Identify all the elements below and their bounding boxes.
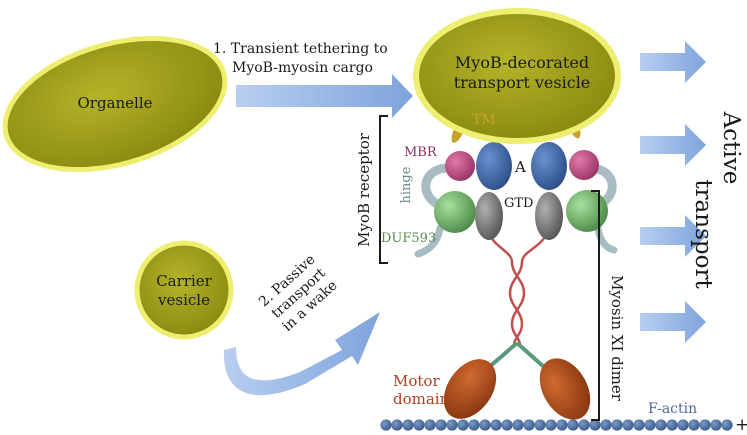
actin-bead xyxy=(688,419,700,431)
active-label: Active xyxy=(718,111,744,185)
organelle: Organelle xyxy=(2,35,228,173)
active-arrow-4 xyxy=(640,301,706,343)
duf593-domains xyxy=(434,190,608,233)
actin-bead xyxy=(677,419,689,431)
actin-bead xyxy=(721,419,733,431)
gtd-domains xyxy=(475,192,563,240)
motor-domain-label-line2: domain xyxy=(393,390,450,408)
active-transport-arrows xyxy=(640,41,706,343)
tails xyxy=(414,224,618,258)
actin-bead xyxy=(567,419,579,431)
tethering-arrow xyxy=(236,74,413,118)
actin-bead xyxy=(633,419,645,431)
a-domain-right xyxy=(531,142,567,190)
actin-bead xyxy=(622,419,634,431)
actin-bead xyxy=(446,419,458,431)
plus-end-label: + xyxy=(735,415,747,435)
actin-bead xyxy=(490,419,502,431)
actin-bead xyxy=(534,419,546,431)
actin-bead xyxy=(479,419,491,431)
transport-label: transport xyxy=(690,179,716,289)
actin-bead xyxy=(589,419,601,431)
actin-bead xyxy=(402,419,414,431)
hinge-label: hinge xyxy=(399,166,414,203)
duf593-label: DUF593 xyxy=(381,231,436,246)
actin-bead xyxy=(644,419,656,431)
motor-domain-left xyxy=(443,359,497,419)
motor-domain-right xyxy=(539,358,591,420)
active-arrow-3 xyxy=(640,215,706,257)
actin-bead xyxy=(413,419,425,431)
actin-bead xyxy=(435,419,447,431)
organelle-label: Organelle xyxy=(77,94,152,112)
motor-domain-label-line1: Motor xyxy=(393,372,440,390)
mbr-domains xyxy=(445,150,599,181)
step2-label: 2. Passive transport in a wake xyxy=(256,252,341,335)
actin-bead xyxy=(699,419,711,431)
actin-bead xyxy=(501,419,513,431)
a-label: A xyxy=(514,158,526,176)
myosin-xi-bracket xyxy=(591,190,600,421)
vesicle-label-line1: MyoB-decorated xyxy=(455,53,589,72)
step1-label-line1: 1. Transient tethering to xyxy=(213,41,388,57)
duf593-domain-left xyxy=(434,191,476,233)
actin-bead xyxy=(710,419,722,431)
step1-label-line2: MyoB-myosin cargo xyxy=(232,60,373,76)
myosin-xi-label: Myosin XI dimer xyxy=(608,275,626,402)
coiled-coil xyxy=(486,225,550,346)
actin-bead xyxy=(512,419,524,431)
myob-receptor-bracket xyxy=(379,115,388,264)
duf593-domain-right xyxy=(566,190,608,232)
actin-bead xyxy=(655,419,667,431)
mbr-domain-left xyxy=(445,151,475,181)
gtd-domain-right xyxy=(535,192,563,240)
actin-bead xyxy=(556,419,568,431)
actin-bead xyxy=(666,419,678,431)
gtd-domain-left xyxy=(475,192,503,240)
gtd-label: GTD xyxy=(504,196,533,211)
passive-transport-arrow xyxy=(223,312,380,396)
tm-label: TM xyxy=(472,112,496,128)
actin-bead xyxy=(457,419,469,431)
mbr-domain-right xyxy=(569,150,599,180)
carrier-label-line1: Carrier xyxy=(156,272,212,290)
carrier-vesicle: Carrier vesicle xyxy=(134,240,234,340)
actin-bead xyxy=(468,419,480,431)
mbr-label: MBR xyxy=(404,145,438,160)
actin-bead xyxy=(424,419,436,431)
myob-decorated-vesicle: MyoB-decorated transport vesicle xyxy=(413,8,621,144)
actin-bead xyxy=(391,419,403,431)
a-domain-left xyxy=(476,142,512,190)
actin-bead xyxy=(600,419,612,431)
active-arrow-2 xyxy=(640,124,706,166)
actin-bead xyxy=(578,419,590,431)
carrier-label-line2: vesicle xyxy=(157,291,210,309)
a-domains xyxy=(476,142,567,190)
actin-bead xyxy=(523,419,535,431)
myob-receptor-label: MyoB receptor xyxy=(355,132,373,247)
f-actin-filament xyxy=(380,419,733,431)
actin-bead xyxy=(380,419,392,431)
actin-bead xyxy=(611,419,623,431)
active-arrow-1 xyxy=(640,41,706,83)
actin-bead xyxy=(545,419,557,431)
vesicle-label-line2: transport vesicle xyxy=(454,73,591,92)
f-actin-label: F-actin xyxy=(648,401,697,417)
